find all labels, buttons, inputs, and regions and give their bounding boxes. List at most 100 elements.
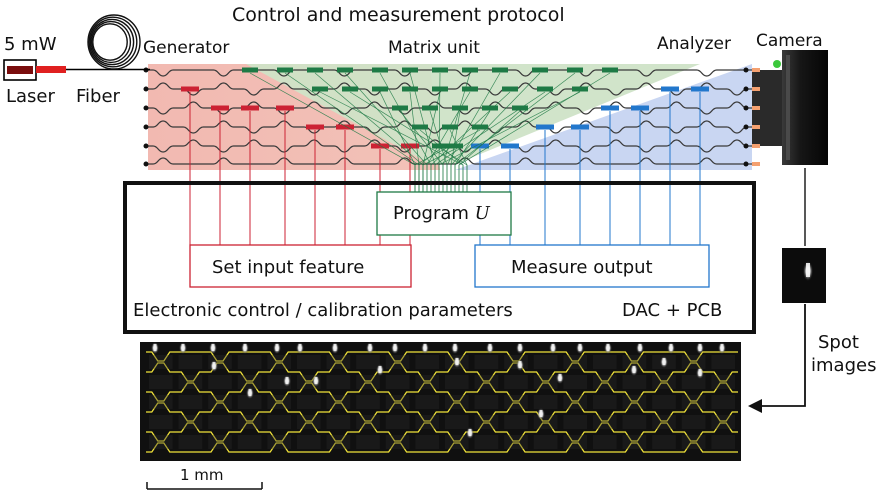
fiber-label: Fiber [76,86,120,107]
analyzer-output-spots [752,68,760,166]
micro-cell [504,375,528,389]
microscope-image [140,342,741,461]
heater-matrix [502,86,518,92]
micro-cell [474,435,499,449]
heater-matrix [337,67,353,73]
micro-cell [267,415,291,429]
heater-analyzer [571,124,589,130]
output-spot [752,144,760,148]
heater-matrix [242,67,258,73]
heater-matrix [402,86,418,92]
micro-cell [445,395,469,409]
dac-pcb-label: DAC + PCB [622,300,723,321]
micro-cell [533,355,558,369]
micro-cell [711,375,735,389]
micro-spot-core [333,344,337,351]
micro-spot-core [393,344,397,351]
micro-spot-core [423,344,427,351]
input-port [143,161,149,167]
measure-output-box [474,244,710,288]
micro-spot-core [638,344,642,351]
micro-cell [178,415,203,429]
output-port [743,124,749,130]
micro-cell [711,435,735,449]
micro-cell [297,435,321,449]
micro-cell [356,395,380,409]
micro-spot-core [669,344,673,351]
micro-spot-core [539,410,543,417]
micro-cell [652,395,676,409]
micro-cell [149,395,173,409]
heater-generator [276,105,294,111]
input-port [143,143,149,149]
images-label: images [811,355,877,376]
matrix-unit-label: Matrix unit [388,38,480,58]
micro-spot-core [698,344,702,351]
diagram-title: Control and measurement protocol [232,4,565,26]
fiber-coil-icon [87,14,141,70]
micro-spot-core [153,344,157,351]
micro-cell [149,355,173,369]
scale-bar-label: 1 mm [180,466,224,484]
heater-matrix [462,86,478,92]
heater-matrix [492,67,508,73]
heater-matrix [532,67,548,73]
micro-cell [593,415,617,429]
micro-waveguide [146,382,738,402]
micro-cell [297,415,321,429]
heater-generator [241,105,259,111]
program-label: Program U [393,205,490,223]
heater-matrix [422,105,438,111]
micro-cell [593,375,617,389]
output-spot [752,106,760,110]
micro-cell [237,375,262,389]
heater-matrix [537,86,553,92]
output-port [743,105,749,111]
micro-cell [504,395,528,409]
micro-cell [356,415,380,429]
heater-matrix [512,105,528,111]
micro-spot-core [518,344,522,351]
micro-cell [563,375,587,389]
waveguide-row [148,101,752,115]
micro-spot-core [211,344,215,351]
micro-cell [326,395,351,409]
micro-spot-core [698,369,702,376]
micro-spot-core [551,344,555,351]
heater-matrix [567,67,583,73]
heater-matrix [392,105,408,111]
output-port [743,86,749,92]
micro-cell [149,415,173,429]
micro-cell [415,375,439,389]
micro-cell [237,435,262,449]
micro-spot-core [488,344,492,351]
micro-cell [326,415,351,429]
laser-power-label: 5 mW [4,34,57,55]
micro-cell [149,375,173,389]
micro-spot-core [632,366,636,373]
heater-matrix [432,67,448,73]
micro-cell [474,355,499,369]
micro-waveguide [146,351,738,362]
heater-matrix [412,124,428,130]
heater-analyzer [631,105,649,111]
heater-generator [336,124,354,130]
waveguide-row [148,82,752,96]
micro-cell [593,355,617,369]
micro-cell [504,435,528,449]
micro-cell [563,355,587,369]
micro-cell [652,435,676,449]
micro-spot-core [468,429,472,436]
micro-cell [533,415,558,429]
micro-spot-core [720,344,724,351]
micro-cell [385,395,410,409]
program-variable: U [474,203,490,224]
arrow-head-icon [748,399,762,413]
micro-cell [474,395,499,409]
heater-generator [211,105,229,111]
micro-cell [681,415,706,429]
heater-generator [371,143,389,149]
micro-cell [445,415,469,429]
set-input-box [189,244,412,288]
